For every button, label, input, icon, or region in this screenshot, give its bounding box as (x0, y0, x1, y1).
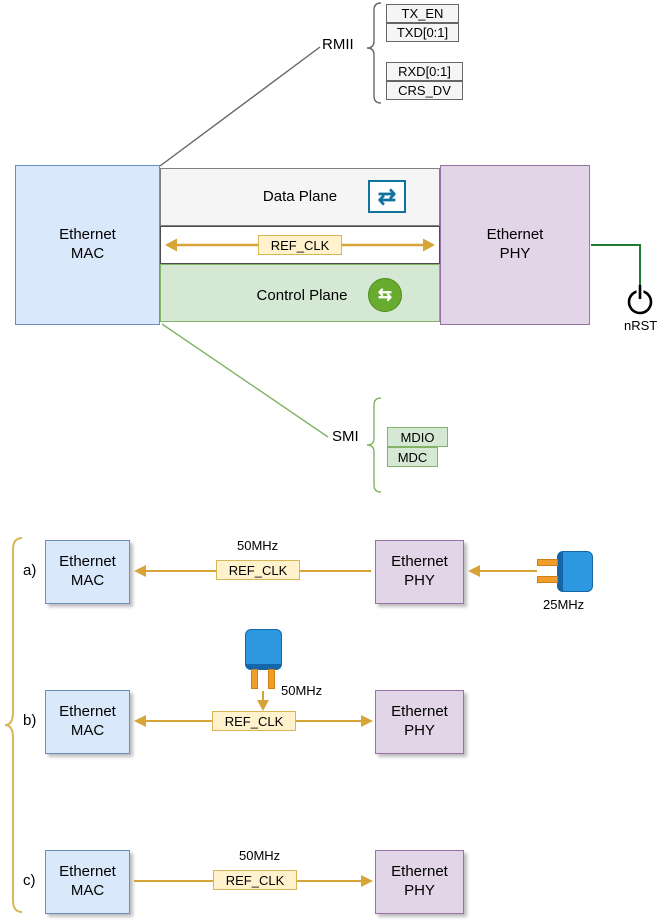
smi-connector-line (161, 323, 329, 438)
ethernet-mac-block: Ethernet MAC (15, 165, 160, 325)
exchange-arrows-glyph: ⇄ (377, 183, 397, 209)
signal-txd: TXD[0:1] (386, 23, 459, 42)
refclk-main-label: REF_CLK (258, 235, 342, 255)
scenario-a-freq-label: 50MHz (237, 538, 279, 553)
signal-rxd: RXD[0:1] (386, 62, 463, 81)
scenario-b-phy-block: Ethernet PHY (375, 690, 464, 754)
ethernet-phy-block: Ethernet PHY (440, 165, 590, 325)
scenario-a-mac-block: Ethernet MAC (45, 540, 130, 604)
scenario-a-label: a) (23, 562, 37, 579)
smi-brace (366, 397, 382, 493)
rmii-label: RMII (322, 36, 354, 53)
signal-mdio: MDIO (387, 427, 448, 447)
signal-crs-dv: CRS_DV (386, 81, 463, 100)
crystal-leg-icon (537, 576, 558, 583)
smi-label: SMI (332, 428, 359, 445)
scenario-b-freq-label: 50MHz (281, 683, 323, 698)
control-plane-label: Control Plane (256, 287, 348, 304)
scenario-c-freq-label: 50MHz (239, 848, 281, 863)
nrst-label: nRST (624, 318, 658, 333)
scenario-c-refclk-label: REF_CLK (213, 870, 297, 890)
nrst-connector-line (591, 244, 641, 286)
data-plane-label: Data Plane (262, 188, 338, 205)
sync-arrows-icon: ⇆ (368, 278, 402, 312)
scenario-b-arrowhead-left (134, 715, 146, 727)
scenario-a-arrowhead-phy (468, 565, 480, 577)
scenario-b-refclk-label: REF_CLK (212, 711, 296, 731)
exchange-arrows-icon: ⇄ (368, 180, 406, 213)
scenario-a-arrowhead-mac (134, 565, 146, 577)
scenario-b-arrowhead-down (257, 700, 269, 711)
scenario-c-label: c) (23, 872, 36, 889)
scenario-a-refclk-label: REF_CLK (216, 560, 300, 580)
scenario-b-arrowhead-right (361, 715, 373, 727)
scenario-a-phy-block: Ethernet PHY (375, 540, 464, 604)
power-symbol-circle (627, 289, 653, 315)
signal-tx-en: TX_EN (386, 4, 459, 23)
crystal-leg-icon (268, 669, 275, 689)
crystal-oscillator-icon (557, 551, 593, 592)
scenario-brace (4, 537, 23, 913)
rmii-connector-line (159, 46, 321, 167)
crystal-oscillator-icon (245, 629, 282, 670)
scenario-a-crystal-freq-label: 25MHz (543, 597, 585, 612)
scenario-c-mac-block: Ethernet MAC (45, 850, 130, 914)
sync-arrows-glyph: ⇆ (377, 285, 393, 304)
signal-mdc: MDC (387, 447, 438, 467)
scenario-b-mac-block: Ethernet MAC (45, 690, 130, 754)
scenario-c-phy-block: Ethernet PHY (375, 850, 464, 914)
rmii-brace (366, 2, 382, 104)
scenario-c-arrowhead-phy (361, 875, 373, 887)
crystal-leg-icon (251, 669, 258, 689)
scenario-b-label: b) (23, 712, 37, 729)
crystal-leg-icon (537, 559, 558, 566)
